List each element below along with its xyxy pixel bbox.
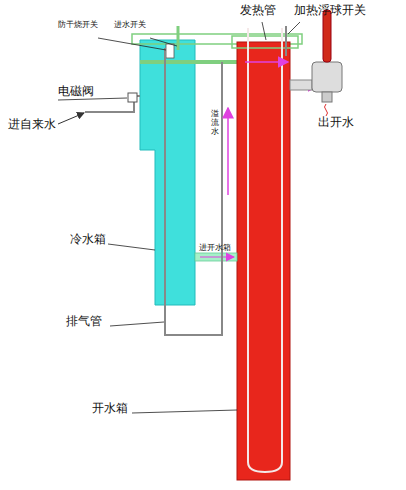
water-drip [325,104,328,116]
cold-tank [140,40,195,305]
faucet-handle [323,10,331,62]
part-label: 进自来水 [8,118,56,132]
dry-burn-switch [166,44,174,58]
exhaust-pipe [165,48,222,335]
part-label: 冷水箱 [70,233,106,247]
flow-label: 进开水箱 [199,243,231,252]
inlet-switch [177,26,180,50]
part-label: 加热浮球开关 [294,4,366,18]
feed-pipe [195,253,237,261]
part-label: 电磁阀 [58,85,94,99]
flow-arrow [245,61,288,63]
flow-arrow [200,256,234,257]
inlet-arrow [58,113,84,124]
faucet [312,62,342,92]
solenoid-valve [128,93,137,102]
part-label: 开水箱 [92,402,128,416]
inlet-pipe [85,100,134,112]
float-rod [285,26,287,56]
faucet-spout [322,92,332,102]
hot-top [232,36,298,48]
part-label: 出开水 [318,116,354,130]
part-label: 发热管 [240,4,276,18]
flow-label: 溢流水 [211,110,219,136]
switch-label: 进水开关 [114,20,146,29]
part-label: 排气管 [66,315,102,329]
outlet-pipe [290,80,312,90]
heating-tube [248,28,282,472]
flow-arrow [227,108,229,195]
leader-lines [58,22,300,413]
switch-label: 防干烧开关 [58,20,98,29]
